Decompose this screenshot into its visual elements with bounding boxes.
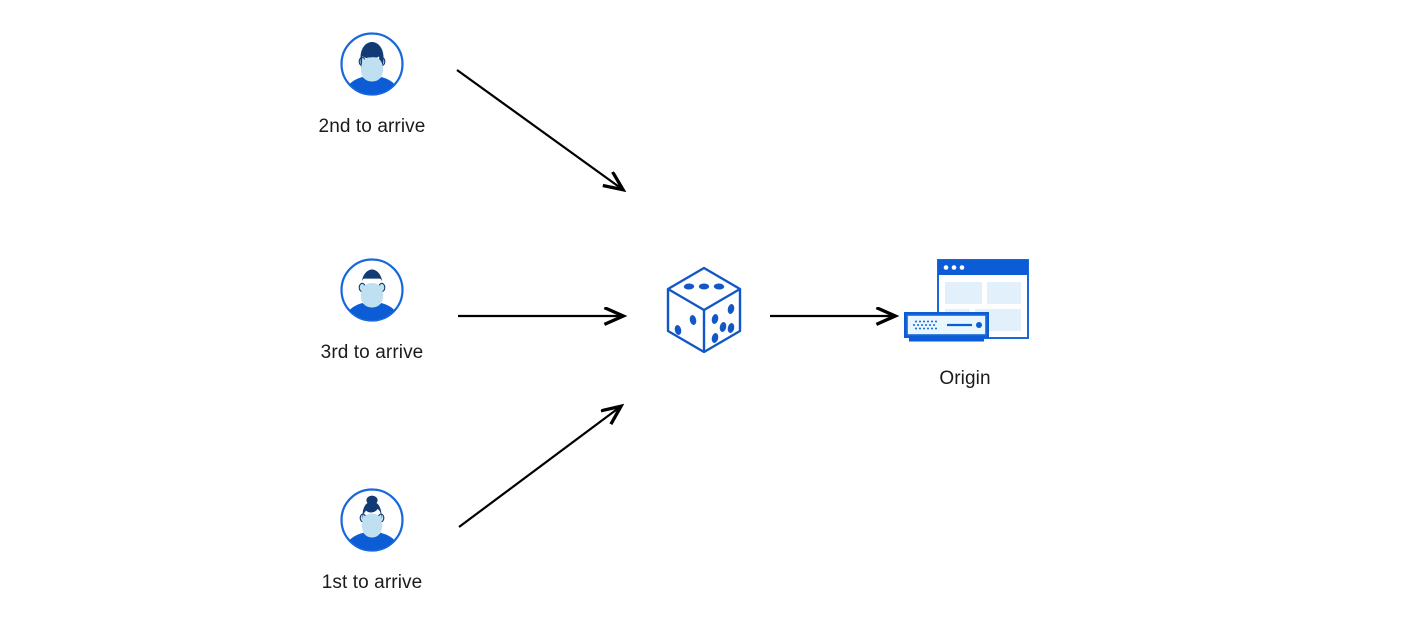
origin-server-icon xyxy=(900,256,1030,356)
client-node-3rd[interactable]: 3rd to arrive xyxy=(316,256,428,364)
client-label-2nd: 2nd to arrive xyxy=(318,116,426,137)
origin-label: Origin xyxy=(939,368,991,389)
dice-icon xyxy=(666,266,742,354)
client-node-2nd[interactable]: 2nd to arrive xyxy=(316,30,428,138)
origin-node[interactable]: Origin xyxy=(900,256,1030,390)
client-label-3rd: 3rd to arrive xyxy=(320,342,424,363)
client-node-1st[interactable]: 1st to arrive xyxy=(316,486,428,594)
user-avatar-icon xyxy=(338,30,406,98)
arrow-1st-to-dice xyxy=(458,407,620,528)
arrow-2nd-to-dice xyxy=(456,69,622,189)
server-device xyxy=(904,312,989,342)
client-label-1st: 1st to arrive xyxy=(321,572,423,593)
user-avatar-icon xyxy=(338,256,406,324)
random-selector-node[interactable] xyxy=(660,262,748,362)
user-avatar-icon xyxy=(338,486,406,554)
